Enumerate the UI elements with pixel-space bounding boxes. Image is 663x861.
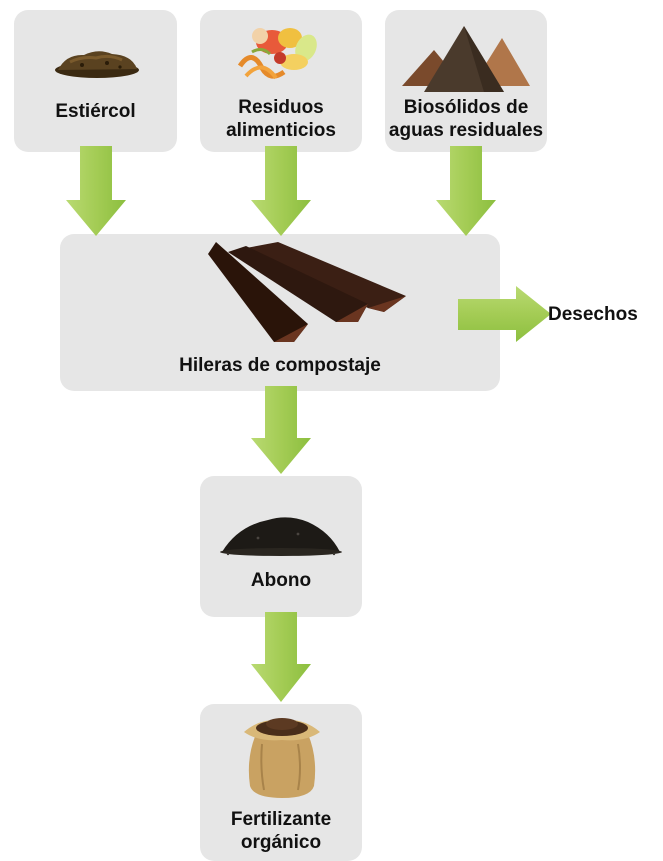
biosolids-label-line-1: Biosólidos de [403,97,529,118]
compost-windrows-icon [208,242,406,342]
biosolids-piles-icon [402,26,530,92]
fertilizer-label-line-2: orgánico [240,832,322,853]
fertilizer-sack-icon [244,718,320,798]
compost-pile-icon [220,517,342,556]
arrow-windrows-to-compost [251,386,311,474]
arrow-compost-to-fertilizer [251,612,311,702]
compost-label: Abono [250,570,312,591]
biosolids-label: Biosólidos de aguas residuales [371,96,561,142]
manure-label-line-1: Estiércol [55,101,136,122]
arrow-windrows-to-waste [458,286,551,342]
manure-box [14,10,177,152]
windrows-label: Hileras de compostaje [179,355,381,376]
food-scraps-icon [237,28,317,80]
food-waste-label-line-2: alimenticios [226,120,336,141]
manure-label: Estiércol [14,100,177,123]
waste-label: Desechos [548,304,638,325]
fertilizer-label: Fertilizante orgánico [200,808,362,854]
arrow-manure-to-windrows [66,146,126,236]
food-waste-label-line-1: Residuos [238,97,324,118]
fertilizer-label-line-1: Fertilizante [230,809,332,830]
manure-pile-icon [55,51,139,78]
arrow-food-to-windrows [251,146,311,236]
food-waste-label: Residuos alimenticios [200,96,362,142]
arrow-biosolids-to-windrows [436,146,496,236]
biosolids-label-line-2: aguas residuales [388,120,544,141]
